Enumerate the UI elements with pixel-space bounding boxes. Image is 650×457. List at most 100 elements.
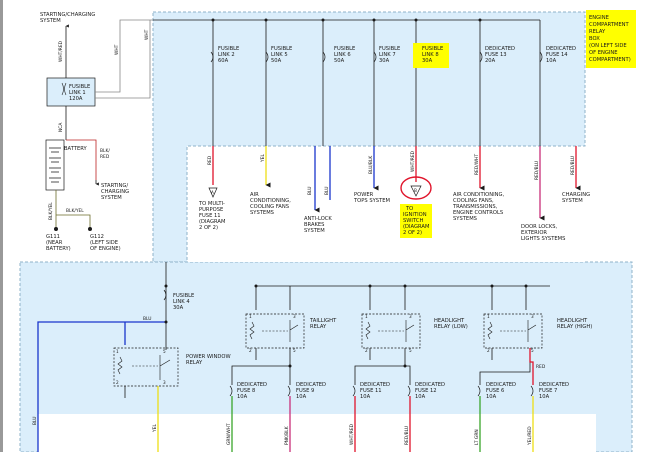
- wire-label-wht-red-top: WHT/RED: [58, 40, 64, 62]
- top-fuse-1-label-1: FUSIBLE: [218, 46, 239, 52]
- tail-relay-pin-1: 1: [249, 314, 252, 319]
- high-relay-pin-1: 1: [487, 314, 490, 319]
- battery-icon: [45, 139, 65, 191]
- ground-icon-g112: [88, 227, 92, 231]
- fusible-link-8-highlight: [413, 43, 449, 68]
- top-fuse-7-label-3: 10A: [546, 58, 557, 64]
- fusible-link-1-label-2: LINK 1: [69, 90, 86, 96]
- relay-pin-1: 1: [116, 349, 119, 354]
- low-relay-pin-3: 3: [409, 314, 412, 319]
- lower-fuse-4-label-1: DEDICATED: [415, 382, 445, 388]
- relay-box-label-7: COMPARTMENT): [589, 57, 631, 63]
- engine-relay-box: ENGINE COMPARTMENT RELAY BOX (ON LEFT SI…: [19, 10, 636, 453]
- starting-charging-top-2: SYSTEM: [40, 18, 61, 24]
- relay-pin-5: 5: [163, 349, 166, 354]
- high-relay-pin-5: 5: [531, 348, 534, 353]
- relay-box-label-6: OF ENGINE: [589, 50, 618, 56]
- wire-label-red-wht: RED/WHT: [474, 154, 480, 175]
- headlight-low-relay: [361, 313, 421, 349]
- low-relay-pin-1: 1: [365, 314, 368, 319]
- high-relay-pin-3: 3: [531, 314, 534, 319]
- relay-box-label-2: COMPARTMENT: [589, 22, 630, 28]
- headlight-high-relay-label-1: HEADLIGHT: [557, 318, 588, 324]
- lower-fuse-4-label-3: 10A: [415, 394, 426, 400]
- wire-label-wht-red-mid: WHT/RED: [410, 150, 416, 172]
- relay-box-label-5: (ON LEFT SIDE: [589, 43, 627, 49]
- low-relay-pin-5: 5: [409, 348, 412, 353]
- dest-5-label-2: IGNITION: [403, 212, 427, 218]
- wire-label-blk-red-2: RED: [100, 154, 110, 160]
- wire-label-red-blu-low: RED/BLU: [404, 426, 410, 445]
- dest-3-label-2: BRAKES: [304, 222, 324, 228]
- dest-5-label-4: (DIAGRAM: [403, 224, 429, 230]
- dest-6-label-2: COOLING FANS,: [453, 198, 494, 204]
- low-relay-pin-2: 2: [365, 348, 368, 353]
- top-fuse-5-label-2: LINK 8: [422, 52, 439, 58]
- dest-6-label-5: SYSTEMS: [453, 216, 477, 222]
- destination-wires: RED YEL BLU BLU BLU/BLK WHT/RED RED/WHT …: [207, 146, 581, 221]
- fusible-link-4-label-3: 30A: [173, 305, 184, 311]
- taillight-relay-label-1: TAILLIGHT: [309, 318, 337, 324]
- wire-label-blk-yel-h: BLK/YEL: [66, 208, 84, 214]
- high-relay-pin-2: 2: [487, 348, 490, 353]
- top-fuse-2-label-1: FUSIBLE: [271, 46, 292, 52]
- relay-box-label-3: RELAY: [589, 29, 606, 35]
- dest-7-label-2: EXTERIOR: [521, 230, 547, 236]
- tail-relay-pin-5: 5: [293, 348, 296, 353]
- starting-charging-top-1: STARTING/CHARGING: [40, 12, 95, 18]
- wire-label-blk-yel-v: BLK/YEL: [48, 202, 54, 220]
- connector-a: A: [211, 190, 214, 195]
- top-fuse-2-label-2: LINK 5: [271, 52, 288, 58]
- dest-7-label-1: DOOR LOCKS,: [521, 224, 558, 230]
- lower-fuse-2-label-2: FUSE 9: [296, 388, 314, 394]
- dest-8-label-2: SYSTEM: [562, 198, 583, 204]
- lower-fuse-6-label-2: FUSE 7: [539, 388, 557, 394]
- wire-label-red-h: RED: [536, 364, 546, 370]
- lower-fuse-6-label-1: DEDICATED: [539, 382, 569, 388]
- headlight-high-relay-label-2: RELAY (HIGH): [557, 324, 592, 330]
- top-bus: FUSIBLE LINK 2 60A FUSIBLE LINK 5 50A FU…: [153, 19, 576, 146]
- fusible-link-4-label-2: LINK 4: [173, 299, 190, 305]
- top-fuse-1-label-2: LINK 2: [218, 52, 235, 58]
- lower-fuse-1-label-3: 10A: [237, 394, 248, 400]
- dest-1-label-4: (DIAGRAM: [199, 219, 225, 225]
- headlight-high-relay: [483, 313, 543, 349]
- dest-6-label-1: AIR CONDITIONING,: [453, 192, 505, 198]
- starting-charging-mid-2: CHARGING: [101, 189, 129, 195]
- dest-5-label-5: 2 OF 2): [403, 230, 422, 236]
- dest-5-label-3: SWITCH: [403, 218, 423, 224]
- dest-3-label-3: SYSTEM: [304, 228, 325, 234]
- lower-fuse-2-label-3: 10A: [296, 394, 307, 400]
- dest-1-label-2: PURPOSE: [199, 207, 223, 213]
- ground-icon-g111: [54, 227, 58, 231]
- headlight-low-relay-label-2: RELAY (LOW): [434, 324, 468, 330]
- dest-2-label-2: CONDITIONING,: [250, 198, 291, 204]
- wire-label-blu-left: BLU: [32, 417, 38, 425]
- dest-5-label-1: TO: [405, 206, 413, 212]
- dest-1-label-5: 2 OF 2): [199, 225, 218, 231]
- ground-g112-label-1: G112: [90, 234, 104, 240]
- tail-relay-pin-3: 3: [293, 314, 296, 319]
- lower-fuse-4-label-2: FUSE 12: [415, 388, 437, 394]
- dest-3-label-1: ANTI-LOCK: [304, 216, 332, 222]
- dest-1-label-1: TO MULTI-: [198, 201, 225, 207]
- dest-1-label-3: FUSE 11: [199, 213, 221, 219]
- dest-2-label-1: AIR: [250, 192, 259, 198]
- wire-label-wht-a: WHT: [114, 44, 120, 55]
- lower-fuse-1-label-2: FUSE 8: [237, 388, 255, 394]
- relay-pin-3: 3: [163, 380, 166, 385]
- top-fuse-6-label-1: DEDICATED: [485, 46, 515, 52]
- wire-label-red: RED: [207, 155, 213, 165]
- dest-4-label-1: POWER: [354, 192, 374, 198]
- wire-label-yel: YEL: [260, 154, 266, 163]
- fusible-link-1-label-1: FUSIBLE: [69, 84, 90, 90]
- top-fuse-3-label-2: LINK 6: [334, 52, 351, 58]
- taillight-relay-label-2: RELAY: [310, 324, 327, 330]
- ignition-switch-highlight: [400, 204, 432, 238]
- taillight-relay: [245, 313, 305, 349]
- power-window-relay-label-1: POWER WINDOW: [186, 354, 231, 360]
- wire-label-blu-blk: BLU/BLK: [368, 156, 374, 174]
- fusible-link-1-label-3: 120A: [69, 96, 83, 102]
- top-fuse-5-label-1: FUSIBLE: [422, 46, 443, 52]
- starting-charging-mid-1: STARTING/: [101, 183, 128, 189]
